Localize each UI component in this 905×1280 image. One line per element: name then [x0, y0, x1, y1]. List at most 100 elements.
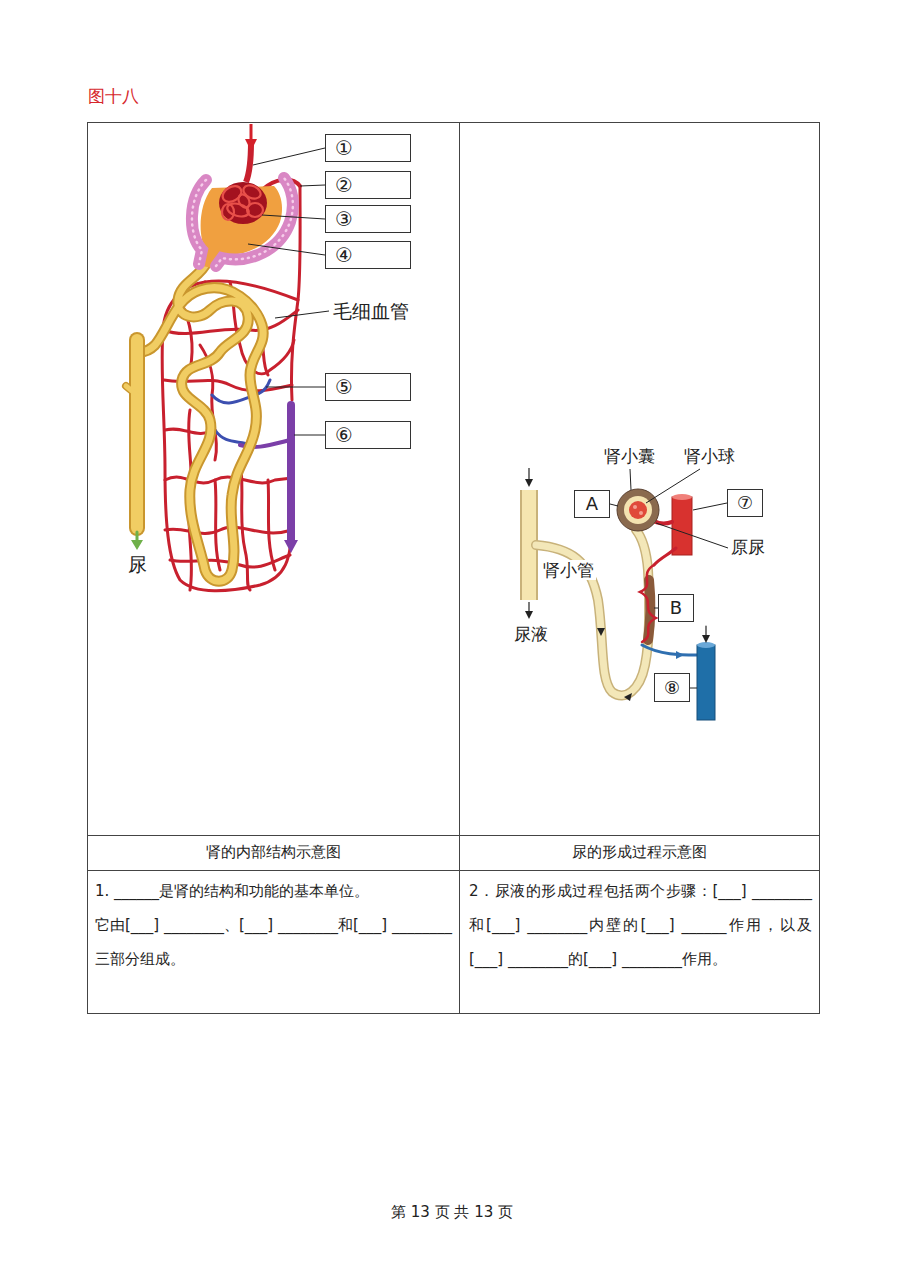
- table-grid: [88, 870, 820, 871]
- capillary-network: [215, 480, 220, 570]
- blood-vessel: [705, 626, 706, 636]
- collecting-duct: [528, 468, 529, 480]
- collecting-duct: [525, 611, 533, 619]
- question-text: 它由[___] ________、[___] ________和[___] __…: [95, 908, 452, 976]
- table-grid: [459, 123, 460, 1014]
- callout-box: ⑤: [325, 373, 411, 401]
- vein: [212, 380, 270, 403]
- leader-line: [300, 185, 325, 186]
- renal-capsule: [192, 180, 206, 264]
- renal-capsule: [192, 178, 293, 268]
- capillary-network: [165, 477, 292, 483]
- table-grid: [88, 835, 820, 836]
- part-label: 肾小球: [684, 446, 735, 466]
- blood-vessel: [654, 548, 676, 565]
- renal-tubule: [536, 530, 650, 701]
- blood-vessel: [676, 651, 684, 659]
- callout-box: ②: [325, 171, 411, 199]
- callout-box: ④: [325, 241, 411, 269]
- leader-line: [253, 148, 325, 165]
- renal-capsule: [216, 178, 293, 266]
- collecting-duct: [126, 386, 137, 395]
- renal-capsule: [624, 496, 652, 524]
- leader-line: [610, 504, 618, 506]
- table-caption: 肾的内部结构示意图: [206, 843, 341, 861]
- vein: [287, 405, 295, 540]
- glomerulus: [220, 183, 263, 220]
- callout-box: ⑧: [654, 673, 690, 702]
- callout-number: ③: [335, 208, 353, 230]
- table-grid: [88, 123, 820, 1014]
- renal-tubule: [536, 530, 649, 696]
- part-label: 尿液: [514, 624, 548, 644]
- table-caption: 尿的形成过程示意图: [572, 843, 707, 861]
- part-label: 肾小囊: [604, 446, 655, 466]
- leader-line: [610, 469, 728, 688]
- renal-capsule: [639, 511, 643, 515]
- collecting-duct: [525, 479, 533, 487]
- callout-box: ⑥: [325, 421, 411, 449]
- renal-capsule: [216, 178, 293, 266]
- renal-capsule: [617, 489, 659, 531]
- renal-tubule: [140, 262, 263, 581]
- callout-number: B: [670, 598, 682, 618]
- question-text: 1. ______是肾的结构和功能的基本单位。: [95, 874, 452, 908]
- collecting-duct: [131, 340, 143, 528]
- table-grid: [88, 123, 820, 1014]
- leader-line: [656, 523, 728, 548]
- callout-number: ⑥: [335, 424, 353, 446]
- blood-vessel: [672, 497, 692, 555]
- collecting-duct: [126, 340, 143, 550]
- collecting-duct: [131, 540, 143, 550]
- renal-tubule: [597, 628, 605, 636]
- part-label: 尿: [128, 553, 147, 576]
- capillary-network: [268, 480, 275, 570]
- renal-tubule: [624, 693, 632, 701]
- leader-line: [248, 244, 325, 255]
- callout-number: ①: [335, 137, 353, 159]
- leader-line: [262, 215, 325, 219]
- collecting-duct: [528, 602, 529, 612]
- leader-line: [294, 435, 325, 436]
- renal-tubule: [140, 262, 263, 581]
- callout-number: A: [586, 494, 598, 514]
- leader-line: [690, 688, 697, 689]
- glomerulus: [219, 182, 267, 224]
- glomerulus: [219, 124, 267, 224]
- blood-vessel: [697, 645, 715, 720]
- part-label: 原尿: [731, 537, 765, 557]
- leader-line: [693, 503, 727, 510]
- callout-number: ⑧: [664, 678, 680, 698]
- leader-line: [646, 469, 700, 503]
- blood-vessel: [640, 494, 715, 720]
- blood-vessel: [672, 494, 692, 500]
- part-label: 肾小管: [541, 560, 596, 580]
- blood-vessel: [702, 635, 710, 643]
- callout-number: ④: [335, 244, 353, 266]
- renal-capsule: [629, 501, 647, 519]
- renal-capsule: [617, 489, 659, 531]
- collecting-duct: [129, 340, 145, 528]
- callout-number: ②: [335, 174, 353, 196]
- part-label: 毛细血管: [333, 300, 409, 323]
- callout-number: ⑤: [335, 376, 353, 398]
- capillary-network: [240, 460, 250, 590]
- leader-line: [266, 387, 325, 388]
- blood-vessel: [640, 565, 656, 642]
- renal-tubule: [140, 262, 263, 581]
- leader-line: [275, 311, 329, 318]
- callout-box: ⑦: [727, 489, 763, 517]
- callout-box: ①: [325, 134, 411, 162]
- question-text: 2．尿液的形成过程包括两个步骤：[___] ________和[___] ___…: [469, 874, 812, 976]
- glomerulus: [236, 192, 252, 209]
- leader-line: [630, 469, 631, 490]
- figure-title: 图十八: [88, 86, 139, 106]
- blood-vessel: [642, 645, 697, 655]
- callout-box: A: [574, 490, 610, 518]
- callout-box: B: [658, 594, 694, 622]
- glomerulus: [241, 183, 262, 201]
- page-footer: 第 13 页 共 13 页: [391, 1203, 513, 1221]
- glomerulus: [222, 204, 234, 220]
